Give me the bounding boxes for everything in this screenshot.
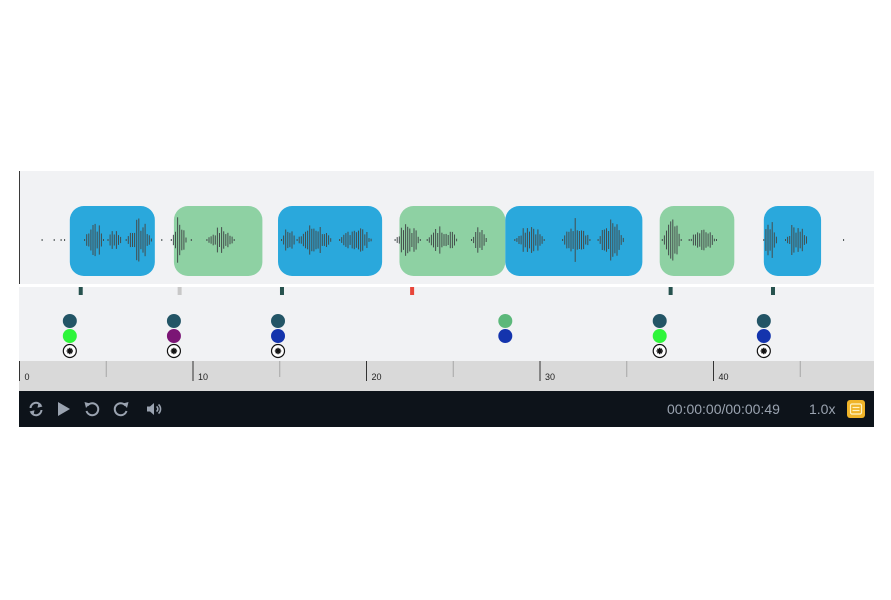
speech-segment[interactable]	[763, 206, 822, 276]
segment-marker[interactable]	[410, 286, 415, 295]
caption-button[interactable]	[847, 400, 865, 418]
label-dot[interactable]	[498, 314, 513, 328]
label-dot[interactable]	[756, 314, 771, 328]
label-dot[interactable]	[652, 329, 667, 343]
audio-player: 0 10 20 30 40	[19, 171, 874, 427]
marker-svg	[62, 286, 775, 359]
speech-segment[interactable]	[505, 206, 643, 276]
star-icon[interactable]	[270, 343, 286, 359]
loop-button[interactable]	[26, 399, 46, 419]
waveform-divider	[19, 284, 874, 287]
marker-track	[19, 286, 874, 361]
ruler-tick-label: 20	[372, 372, 382, 382]
segment-marker[interactable]	[78, 286, 83, 295]
ruler-tick-label: 40	[719, 372, 729, 382]
waveform-left-border	[19, 171, 20, 284]
waveform-svg	[41, 206, 845, 276]
time-separator: /	[721, 401, 726, 417]
label-dot[interactable]	[756, 329, 771, 343]
ruler-tick-label: 30	[545, 372, 555, 382]
segment-marker[interactable]	[279, 286, 284, 295]
timeline-ruler[interactable]: 0 10 20 30 40	[19, 361, 874, 391]
playback-speed[interactable]: 1.0x	[809, 401, 836, 417]
star-icon-ray	[67, 348, 73, 354]
ruler-tick-label: 10	[198, 372, 208, 382]
forward-icon	[113, 402, 129, 417]
waveform-area[interactable]	[19, 171, 874, 284]
ruler-svg: 0 10 20 30 40	[19, 361, 801, 382]
segment-marker[interactable]	[177, 286, 182, 295]
volume-icon	[147, 403, 162, 415]
ruler-tick-label: 0	[25, 372, 30, 382]
star-icon[interactable]	[652, 343, 667, 359]
forward-button[interactable]	[111, 399, 131, 419]
rewind-icon	[84, 402, 100, 417]
label-dot[interactable]	[166, 314, 181, 328]
loop-icon	[29, 401, 43, 417]
star-icon-ray	[761, 348, 767, 354]
current-time: 00:00:00	[667, 401, 722, 417]
label-dot[interactable]	[652, 314, 667, 328]
label-dot[interactable]	[62, 314, 77, 328]
play-button[interactable]	[54, 399, 74, 419]
star-icon[interactable]	[756, 343, 771, 359]
caption-icon	[849, 403, 863, 415]
play-icon	[58, 402, 70, 416]
segment-marker[interactable]	[770, 286, 775, 295]
star-icon-ray	[275, 348, 281, 354]
star-icon[interactable]	[166, 343, 182, 359]
label-dot[interactable]	[271, 314, 286, 328]
label-dot[interactable]	[498, 329, 513, 343]
rewind-button[interactable]	[82, 399, 102, 419]
star-icon[interactable]	[62, 343, 77, 359]
label-dot[interactable]	[166, 329, 181, 343]
control-bar: 00:00:00/00:00:49 1.0x	[19, 391, 874, 427]
speech-segment[interactable]	[173, 206, 263, 276]
speech-segment[interactable]	[278, 206, 383, 276]
star-icon-ray	[171, 348, 177, 354]
speech-segment[interactable]	[659, 206, 735, 276]
volume-button[interactable]	[144, 399, 164, 419]
total-time: 00:00:49	[725, 401, 780, 417]
label-dot[interactable]	[62, 329, 77, 343]
star-icon-ray	[656, 348, 663, 354]
time-display: 00:00:00/00:00:49	[667, 391, 780, 427]
segment-marker[interactable]	[668, 286, 673, 295]
label-dot[interactable]	[271, 329, 286, 343]
